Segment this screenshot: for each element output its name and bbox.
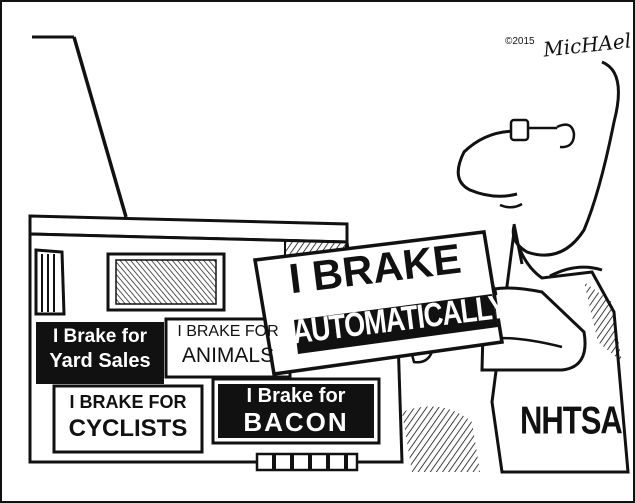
copyright-text: ©2015: [505, 36, 535, 47]
sign-board: [252, 230, 505, 376]
sticker-bacon-line1: I Brake for: [246, 385, 346, 407]
shirt-label-nhtsa: NHTSA: [520, 398, 623, 443]
sticker-cyclists-line1: I BRAKE FOR: [69, 392, 187, 412]
sticker-yard-sales: [36, 322, 164, 384]
car-antenna: [32, 35, 128, 218]
sticker-cyclists: [52, 384, 204, 454]
sticker-bacon: [211, 377, 381, 445]
sticker-yard-sales-line2: Yard Sales: [49, 350, 151, 372]
sticker-bacon-line2: BACON: [243, 407, 349, 437]
sticker-cyclists-line2: CYCLISTS: [68, 415, 188, 442]
sticker-animals-line2: ANIMALS: [181, 344, 275, 367]
sticker-yard-sales-line1: I Brake for: [53, 326, 147, 347]
sticker-animals-line1: I BRAKE FOR: [177, 323, 279, 340]
